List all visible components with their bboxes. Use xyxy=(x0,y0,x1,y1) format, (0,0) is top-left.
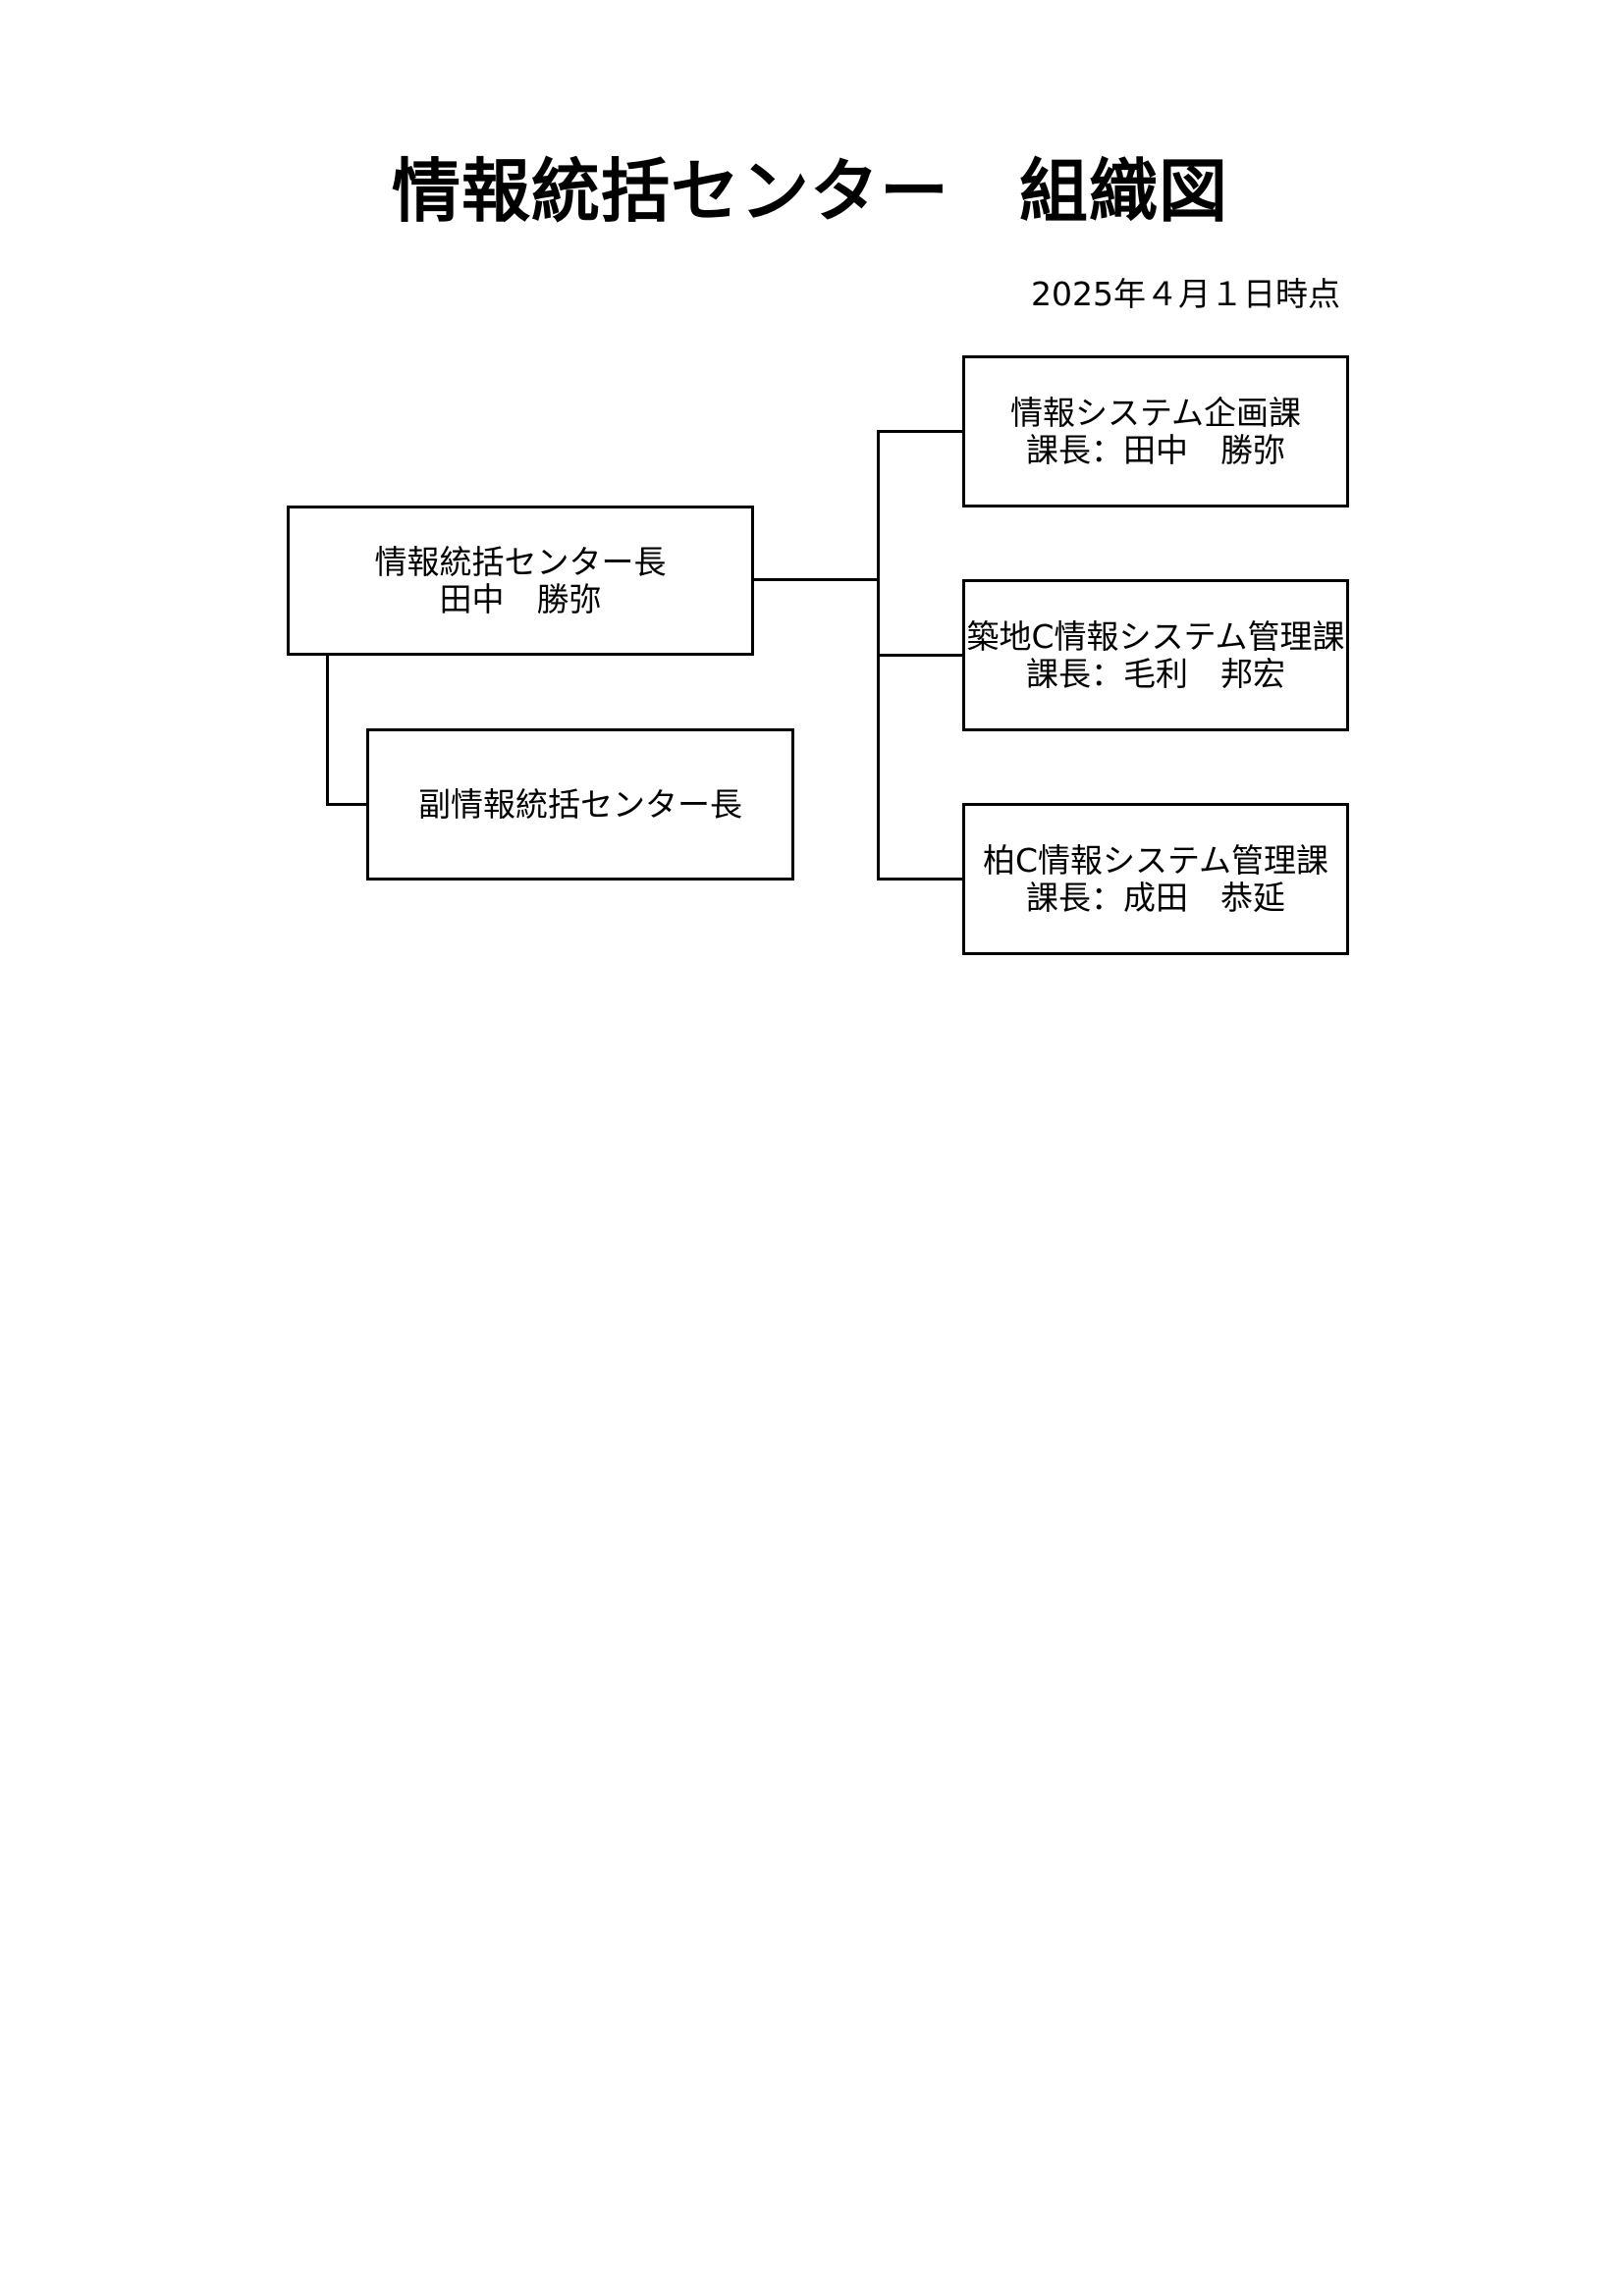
node-kashiwa-section: 柏C情報システム管理課 課長：成田 恭延 xyxy=(962,803,1349,955)
node-person: 田中 勝弥 xyxy=(439,579,602,618)
connector-trunk-to-kashiwa xyxy=(877,878,964,881)
node-title: 築地C情報システム管理課 xyxy=(966,616,1345,656)
node-deputy-head: 副情報統括センター長 xyxy=(366,728,794,881)
connector-head-to-trunk xyxy=(752,578,879,581)
node-tsukiji-section: 築地C情報システム管理課 課長：毛利 邦宏 xyxy=(962,579,1349,731)
node-title: 副情報統括センター長 xyxy=(418,784,742,824)
connector-head-down xyxy=(326,654,329,806)
node-person: 課長：毛利 邦宏 xyxy=(1026,654,1285,693)
connector-trunk-to-tsukiji xyxy=(877,654,964,657)
node-person: 課長：田中 勝弥 xyxy=(1026,430,1285,469)
node-title: 情報システム企画課 xyxy=(1009,393,1301,432)
connector-trunk-to-planning xyxy=(877,430,964,433)
node-planning-section: 情報システム企画課 課長：田中 勝弥 xyxy=(962,355,1349,507)
as-of-date: 2025年４月１日時点 xyxy=(1031,275,1340,313)
connector-to-deputy xyxy=(326,803,368,806)
page-title: 情報統括センター 組織図 xyxy=(392,151,1228,232)
node-title: 情報統括センター長 xyxy=(374,542,667,581)
node-title: 柏C情報システム管理課 xyxy=(982,840,1329,880)
node-person: 課長：成田 恭延 xyxy=(1026,878,1285,917)
node-center-head: 情報統括センター長 田中 勝弥 xyxy=(287,506,754,656)
